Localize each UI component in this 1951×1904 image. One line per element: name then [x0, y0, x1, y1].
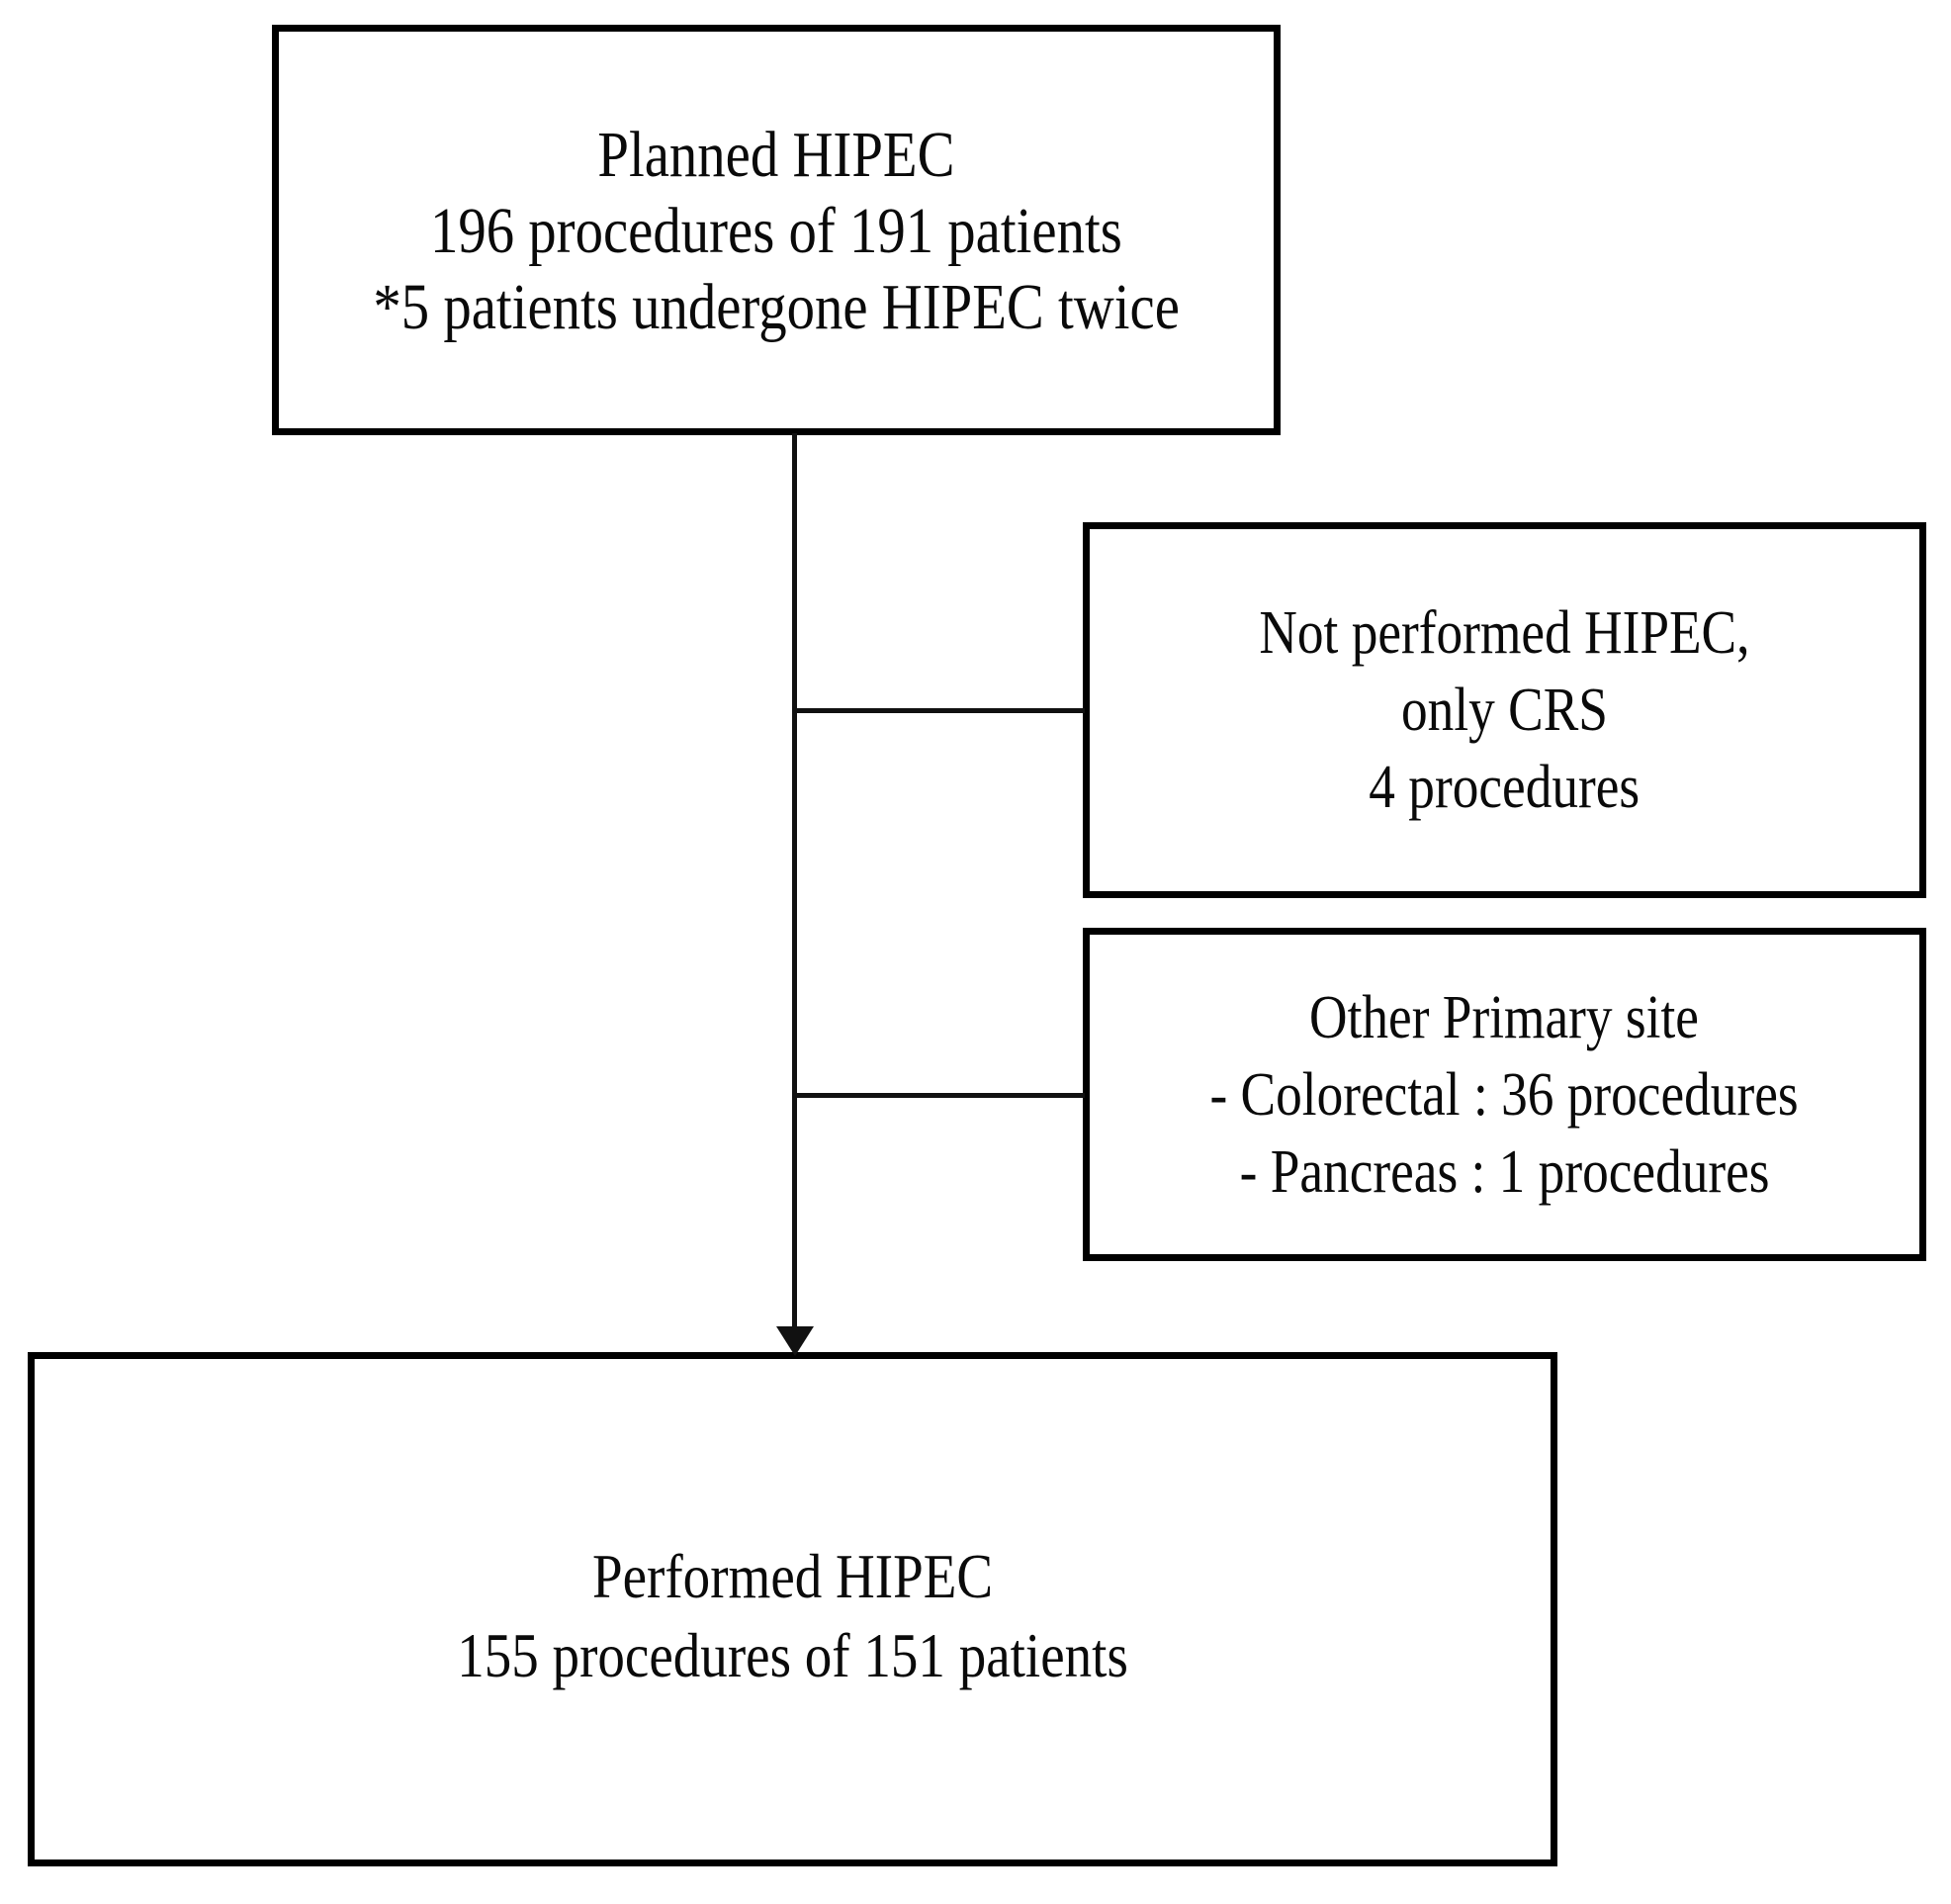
node-not-performed-hipec-line-2: only CRS: [1401, 677, 1608, 744]
node-planned-hipec-line-1: Planned HIPEC: [597, 119, 955, 191]
node-other-primary-site-line-2: - Colorectal : 36 procedures: [1209, 1060, 1800, 1129]
node-not-performed-hipec-line-3: 4 procedures: [1369, 754, 1641, 821]
node-other-primary-site: Other Primary site - Colorectal : 36 pro…: [1083, 928, 1926, 1261]
node-performed-hipec-line-1: Performed HIPEC: [591, 1541, 994, 1611]
node-performed-hipec: Performed HIPEC 155 procedures of 151 pa…: [28, 1352, 1557, 1866]
node-other-primary-site-line-1: Other Primary site: [1309, 983, 1700, 1051]
node-planned-hipec-line-2: 196 procedures of 191 patients: [430, 195, 1122, 267]
node-planned-hipec: Planned HIPEC 196 procedures of 191 pati…: [272, 25, 1281, 435]
connector-spine-line: [792, 433, 797, 1335]
node-not-performed-hipec: Not performed HIPEC, only CRS 4 procedur…: [1083, 522, 1926, 898]
arrow-down-icon: [776, 1326, 814, 1356]
connector-branch-to-other-primary: [792, 1093, 1085, 1098]
node-performed-hipec-line-2: 155 procedures of 151 patients: [457, 1620, 1128, 1690]
node-other-primary-site-line-3: - Pancreas : 1 procedures: [1239, 1137, 1770, 1206]
node-not-performed-hipec-line-1: Not performed HIPEC,: [1259, 599, 1750, 667]
node-planned-hipec-line-3: *5 patients undergone HIPEC twice: [373, 271, 1180, 343]
connector-branch-to-not-performed: [792, 708, 1085, 713]
